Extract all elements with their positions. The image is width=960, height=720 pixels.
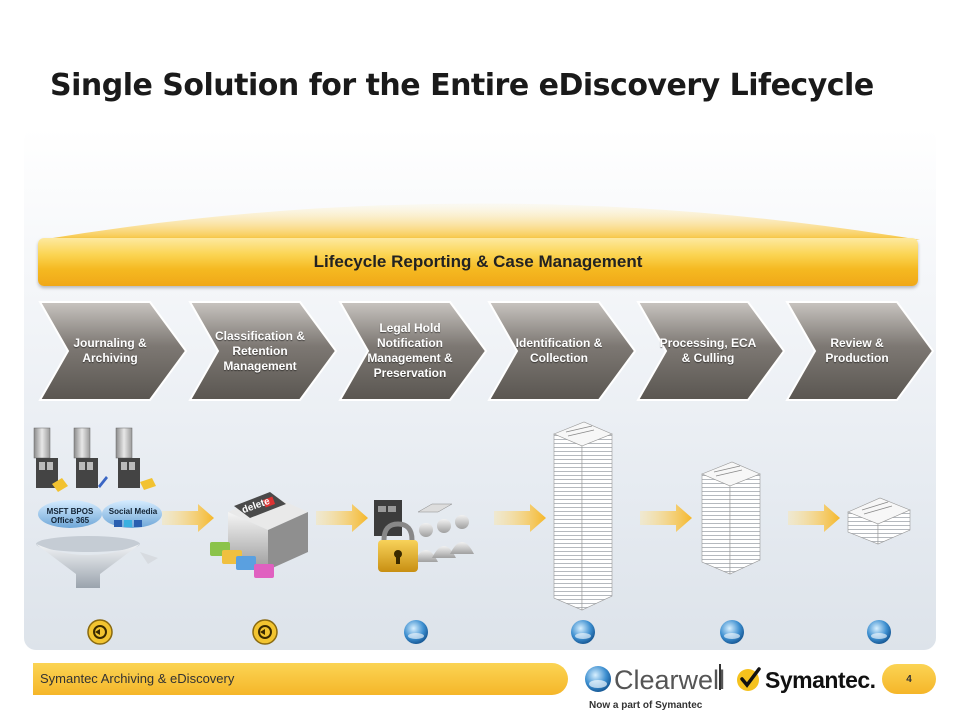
flow-arrow [494,504,546,532]
large-document-stack [553,421,613,611]
stage-journaling[interactable]: Journaling & Archiving [38,300,188,402]
server-icon [33,427,58,488]
stage-legal-hold[interactable]: Legal Hold Notification Management & Pre… [338,300,488,402]
folder-icon [236,556,256,570]
symantec-badge-icon [87,619,113,645]
stage-classification[interactable]: Classification & Retention Management [188,300,338,402]
clearwell-logo-icon [585,666,611,692]
footer-bar [33,663,568,695]
umbrella-arc [40,203,920,240]
stage-label: Review & Production [825,336,889,365]
stage-label: Processing, ECA & Culling [659,336,757,365]
small-document-stack [847,497,911,545]
flow-arrow [788,504,840,532]
clearwell-badge-icon [571,620,595,644]
footer-text: Symantec Archiving & eDiscovery [40,671,235,686]
clearwell-badge-icon [404,620,428,644]
symantec-badge-icon [252,619,278,645]
cloud-label-social: Social Media [108,507,158,516]
symantec-logo-text: Symantec. [765,667,876,693]
page-title: Single Solution for the Entire eDiscover… [50,68,874,103]
clearwell-badge-icon [867,620,891,644]
flow-arrow [316,504,368,532]
medium-document-stack [701,461,761,575]
tagline: Now a part of Symantec [589,700,703,711]
clearwell-badge-icon [720,620,744,644]
stage-label: Classification & Retention Management [214,328,306,373]
archive-sources-illustration [33,427,162,588]
clearwell-logo-text: Clearwell [614,665,726,695]
page-number: 4 [882,664,936,694]
stage-processing[interactable]: Processing, ECA & Culling [636,300,786,402]
people-icon [414,515,474,562]
stage-identification[interactable]: Identification & Collection [487,300,637,402]
delete-key-icon [234,492,286,518]
cloud-icon [38,500,102,528]
server-icon [73,427,98,488]
server-icon [115,427,140,488]
flow-arrow [640,504,692,532]
retention-illustration: delete [210,492,308,578]
stage-review[interactable]: Review & Production [785,300,935,402]
flow-arrow [162,504,214,532]
funnel-icon [36,544,140,588]
legal-hold-illustration [374,500,474,572]
stage-label: Journaling & Archiving [73,336,147,365]
stage-label: Identification & Collection [515,336,603,365]
logo-divider [719,664,721,690]
symantec-check-icon [737,667,761,691]
folder-icon [254,564,274,578]
lock-icon [378,521,418,572]
case-management-banner: Lifecycle Reporting & Case Management [38,238,918,286]
stage-label: Legal Hold Notification Management & Pre… [367,321,453,380]
cloud-label-office365: MSFT BPOS Office 365 [46,507,94,525]
